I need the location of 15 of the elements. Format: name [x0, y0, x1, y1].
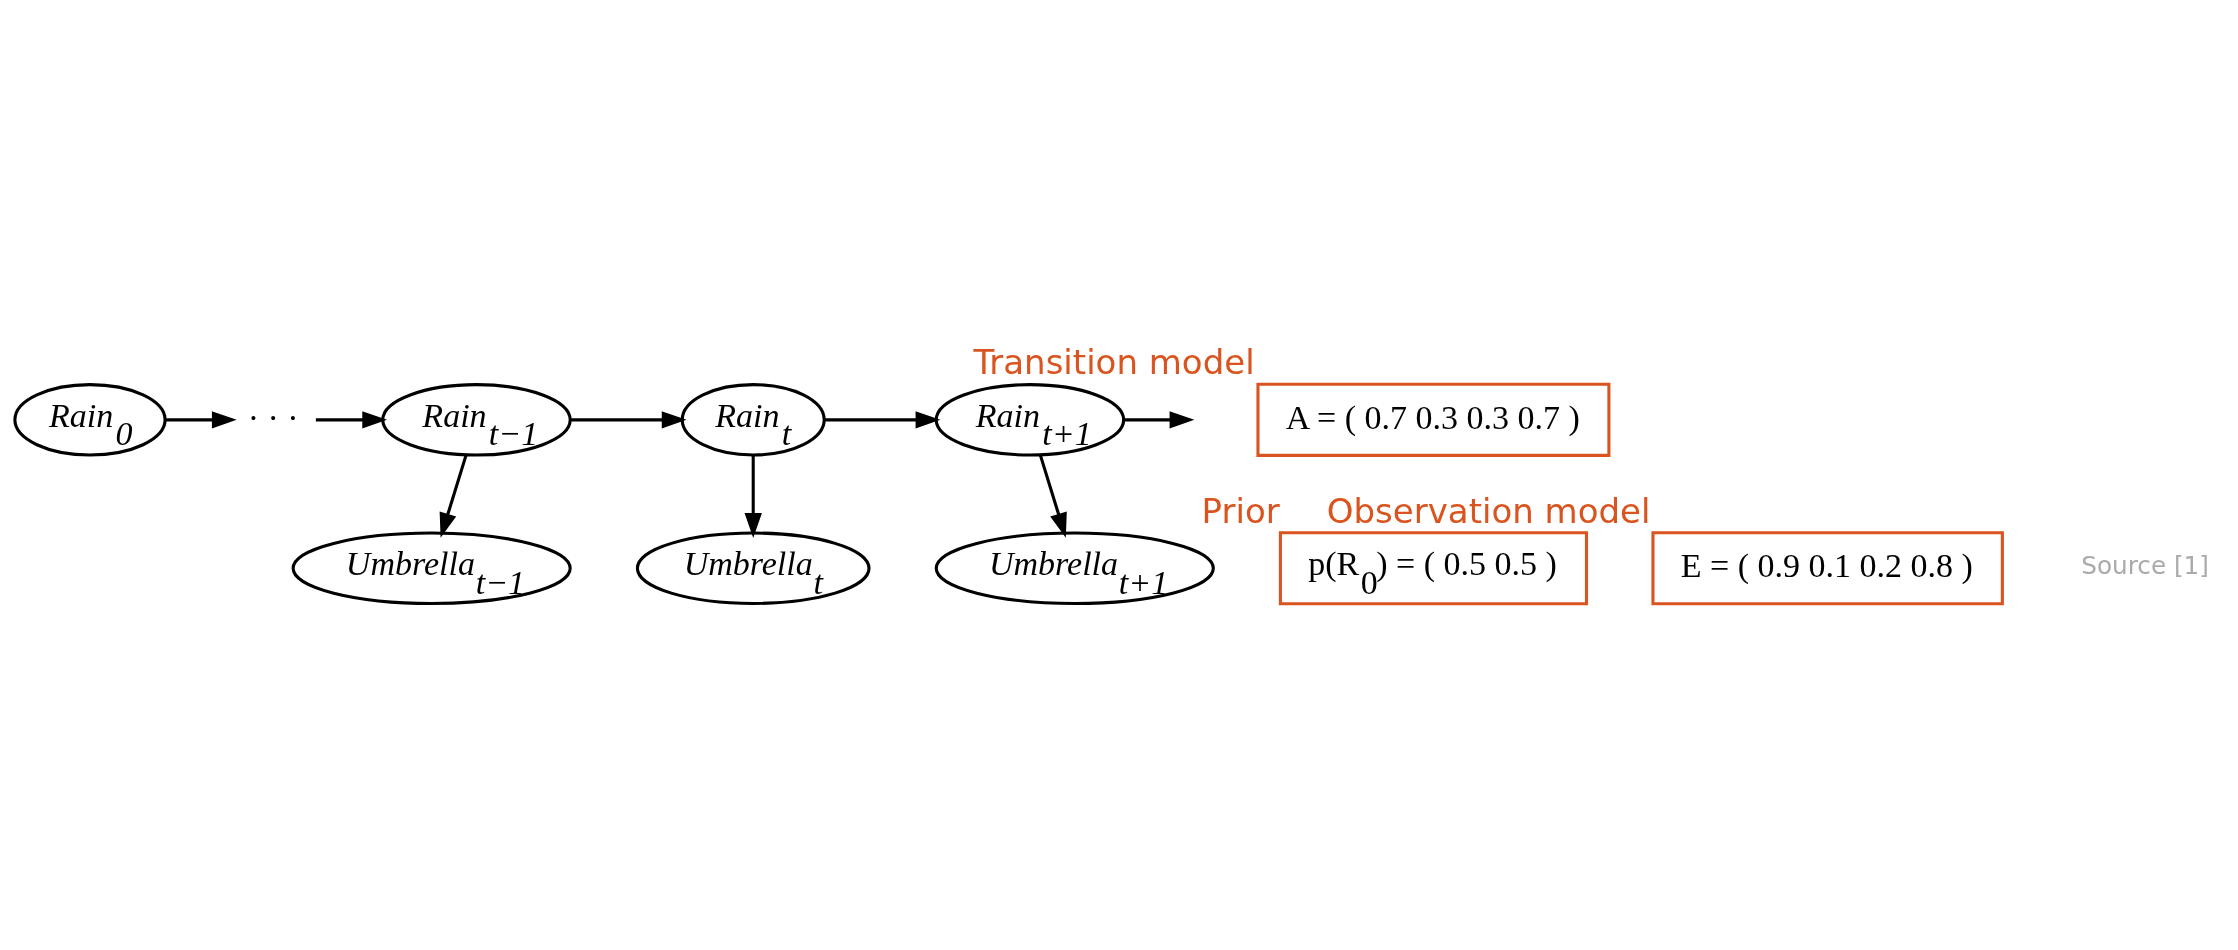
node-label: Observation model [1326, 490, 1651, 531]
arrow [570, 410, 687, 428]
arrow [315, 410, 388, 428]
arrow [439, 454, 468, 538]
node-box: E = ( 0.9 0.1 0.2 0.8 ) [1651, 530, 2004, 605]
node-label: Prior [1201, 490, 1280, 531]
arrow [744, 454, 762, 538]
node-text: · · · [247, 398, 299, 435]
arrow [1124, 410, 1195, 428]
label: Source [1] [2081, 550, 2209, 580]
arrow [824, 410, 941, 428]
arrow [165, 410, 237, 428]
arrow [1038, 454, 1067, 538]
node-box: A = ( 0.7 0.3 0.3 0.7 ) [1256, 382, 1611, 457]
node-label: Transition model [973, 341, 1255, 382]
